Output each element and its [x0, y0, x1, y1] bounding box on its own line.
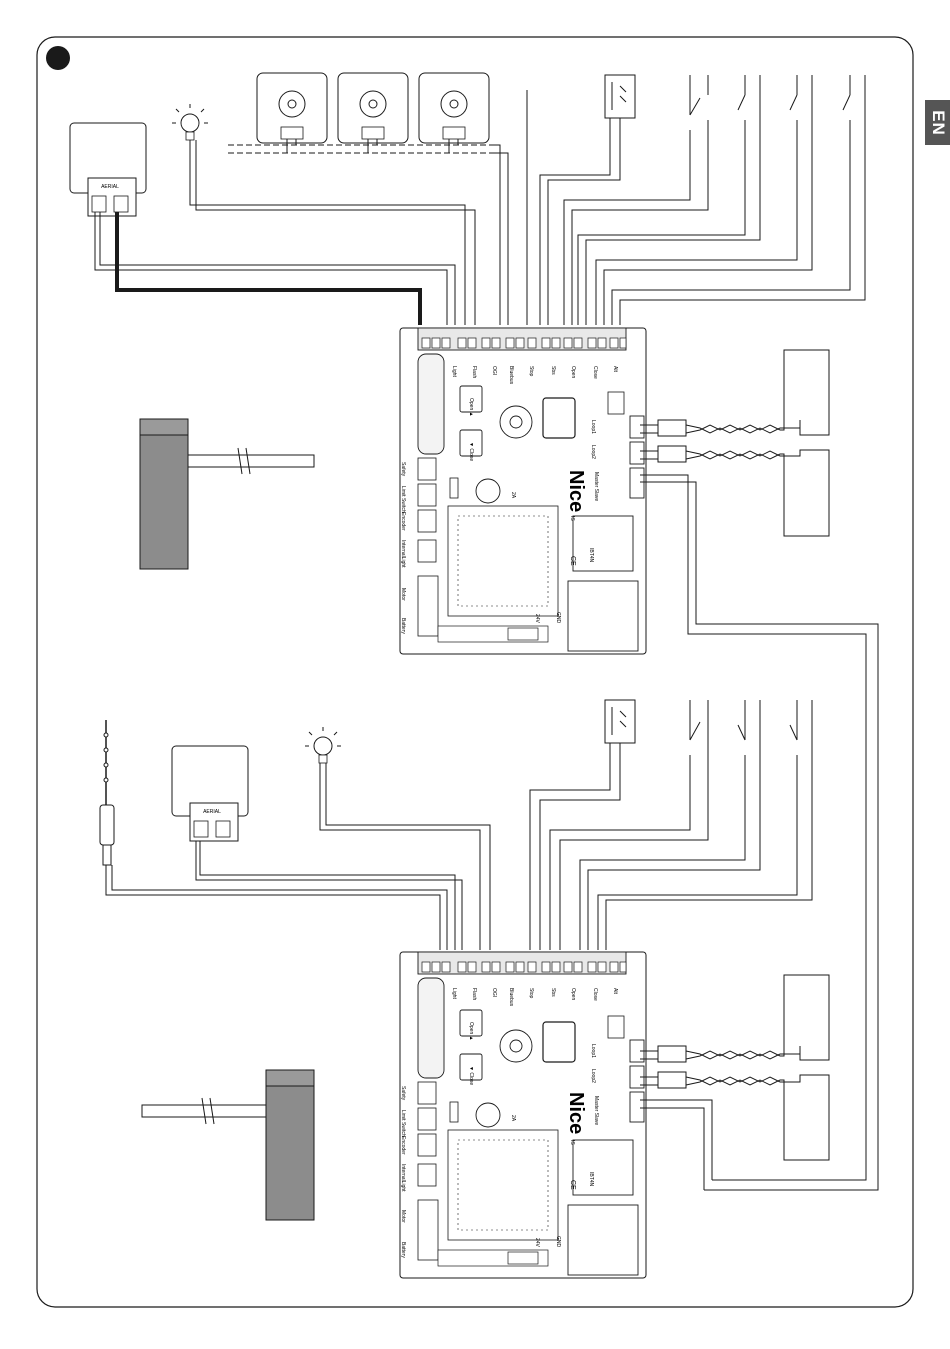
- label-ce-bottom: CE: [569, 1180, 576, 1190]
- label-voltage-top: 24V: [534, 614, 540, 624]
- label-encoder-top: Encoder: [400, 512, 406, 531]
- label-light-bottom: Light: [451, 988, 457, 999]
- label-flash-top: Flash: [471, 366, 477, 378]
- radio-receiver-bottom: AERIAL: [171, 745, 249, 842]
- safety-edge-bottom: [604, 699, 636, 744]
- label-ibt4n-bottom: IBT4N: [588, 1172, 594, 1187]
- loop-wiring-top: [640, 349, 879, 1191]
- label-internal-light-bottom: InternalLight: [400, 1164, 406, 1192]
- label-close-button-bottom: ▼ Close: [468, 1066, 474, 1085]
- label-voltage-bottom: 24V: [534, 1238, 540, 1248]
- loop-wiring-bottom: [640, 974, 830, 1190]
- label-stop-bottom: Stop: [528, 988, 534, 999]
- label-battery-top: Battery: [400, 618, 406, 634]
- control-unit-bottom: [399, 951, 647, 1279]
- label-ce-top: CE: [569, 556, 576, 566]
- barrier-top: [139, 418, 315, 570]
- label-motor-bottom: Motor: [400, 1210, 406, 1223]
- label-oga-top: OGI: [491, 366, 497, 375]
- label-loop2-top: Loop2: [590, 445, 596, 459]
- flash-lamp-top: [172, 104, 208, 141]
- label-close-top: Close: [592, 366, 598, 379]
- label-flash-bottom: Flash: [471, 988, 477, 1000]
- label-oga-bottom: OGI: [491, 988, 497, 997]
- contact-switches-top: [689, 94, 851, 116]
- label-battery-bottom: Battery: [400, 1242, 406, 1258]
- label-ibt4n-top: IBT4N: [588, 548, 594, 563]
- label-sbs-top: Sbs: [550, 366, 556, 375]
- label-bluebus-top: Bluebus: [508, 366, 514, 385]
- barrier-bottom: [141, 1069, 315, 1221]
- aerial-label-top: AERIAL: [101, 184, 119, 190]
- photocell-1: [256, 72, 328, 144]
- photocell-3: [418, 72, 490, 144]
- label-close-bottom: Close: [592, 988, 598, 1001]
- control-unit-top: [399, 327, 647, 655]
- label-open-button-top: Open ▲: [468, 398, 474, 417]
- label-stop-top: Stop: [528, 366, 534, 377]
- contact-switches-bottom: [689, 721, 798, 741]
- photocell-2: [337, 72, 409, 144]
- label-gnd-bottom: GND: [555, 1236, 561, 1248]
- section-bullet: [46, 46, 70, 70]
- label-fuse-bottom: 2A: [510, 1115, 516, 1122]
- wires-top: [94, 75, 866, 325]
- label-safety-bottom: Safety: [400, 1086, 406, 1101]
- label-loop2-bottom: Loop2: [590, 1069, 596, 1083]
- label-open-bottom: Open: [570, 988, 576, 1000]
- label-alt-bottom: Alt: [612, 988, 618, 994]
- label-alt-top: Alt: [612, 366, 618, 372]
- label-limit-switch-bottom: Limit Switch: [400, 1110, 406, 1137]
- label-safety-top: Safety: [400, 462, 406, 477]
- radio-receiver-top: AERIAL: [69, 122, 147, 217]
- language-tab: EN: [925, 100, 950, 145]
- label-master-slave-top: Master Slave: [593, 472, 599, 501]
- label-motor-top: Motor: [400, 588, 406, 601]
- label-is-top: IS: [569, 516, 575, 521]
- label-loop1-top: Loop1: [590, 420, 596, 434]
- label-internal-light-top: InternalLight: [400, 540, 406, 568]
- brand-top: Nice: [565, 470, 587, 512]
- label-close-button-top: ▼ Close: [468, 442, 474, 461]
- brand-bottom: Nice: [565, 1092, 587, 1134]
- label-master-slave-bottom: Master Slave: [593, 1096, 599, 1125]
- label-sbs-bottom: Sbs: [550, 988, 556, 997]
- label-gnd-top: GND: [555, 612, 561, 624]
- antenna-bottom: [99, 720, 115, 866]
- label-limit-switch-top: Limit Switch: [400, 486, 406, 513]
- page-border: [36, 36, 914, 1308]
- flash-lamp-bottom: [305, 727, 341, 764]
- label-light-top: Light: [451, 366, 457, 377]
- language-tab-label: EN: [928, 109, 948, 136]
- label-open-button-bottom: Open ▲: [468, 1022, 474, 1041]
- label-encoder-bottom: Encoder: [400, 1136, 406, 1155]
- label-open-top: Open: [570, 366, 576, 378]
- label-fuse-top: 2A: [510, 492, 516, 499]
- label-loop1-bottom: Loop1: [590, 1044, 596, 1058]
- aerial-label-bottom: AERIAL: [203, 809, 221, 815]
- safety-edge-top: [604, 74, 636, 119]
- label-bluebus-bottom: Bluebus: [508, 988, 514, 1007]
- wires-bottom: [105, 700, 813, 950]
- label-is-bottom: IS: [569, 1140, 575, 1145]
